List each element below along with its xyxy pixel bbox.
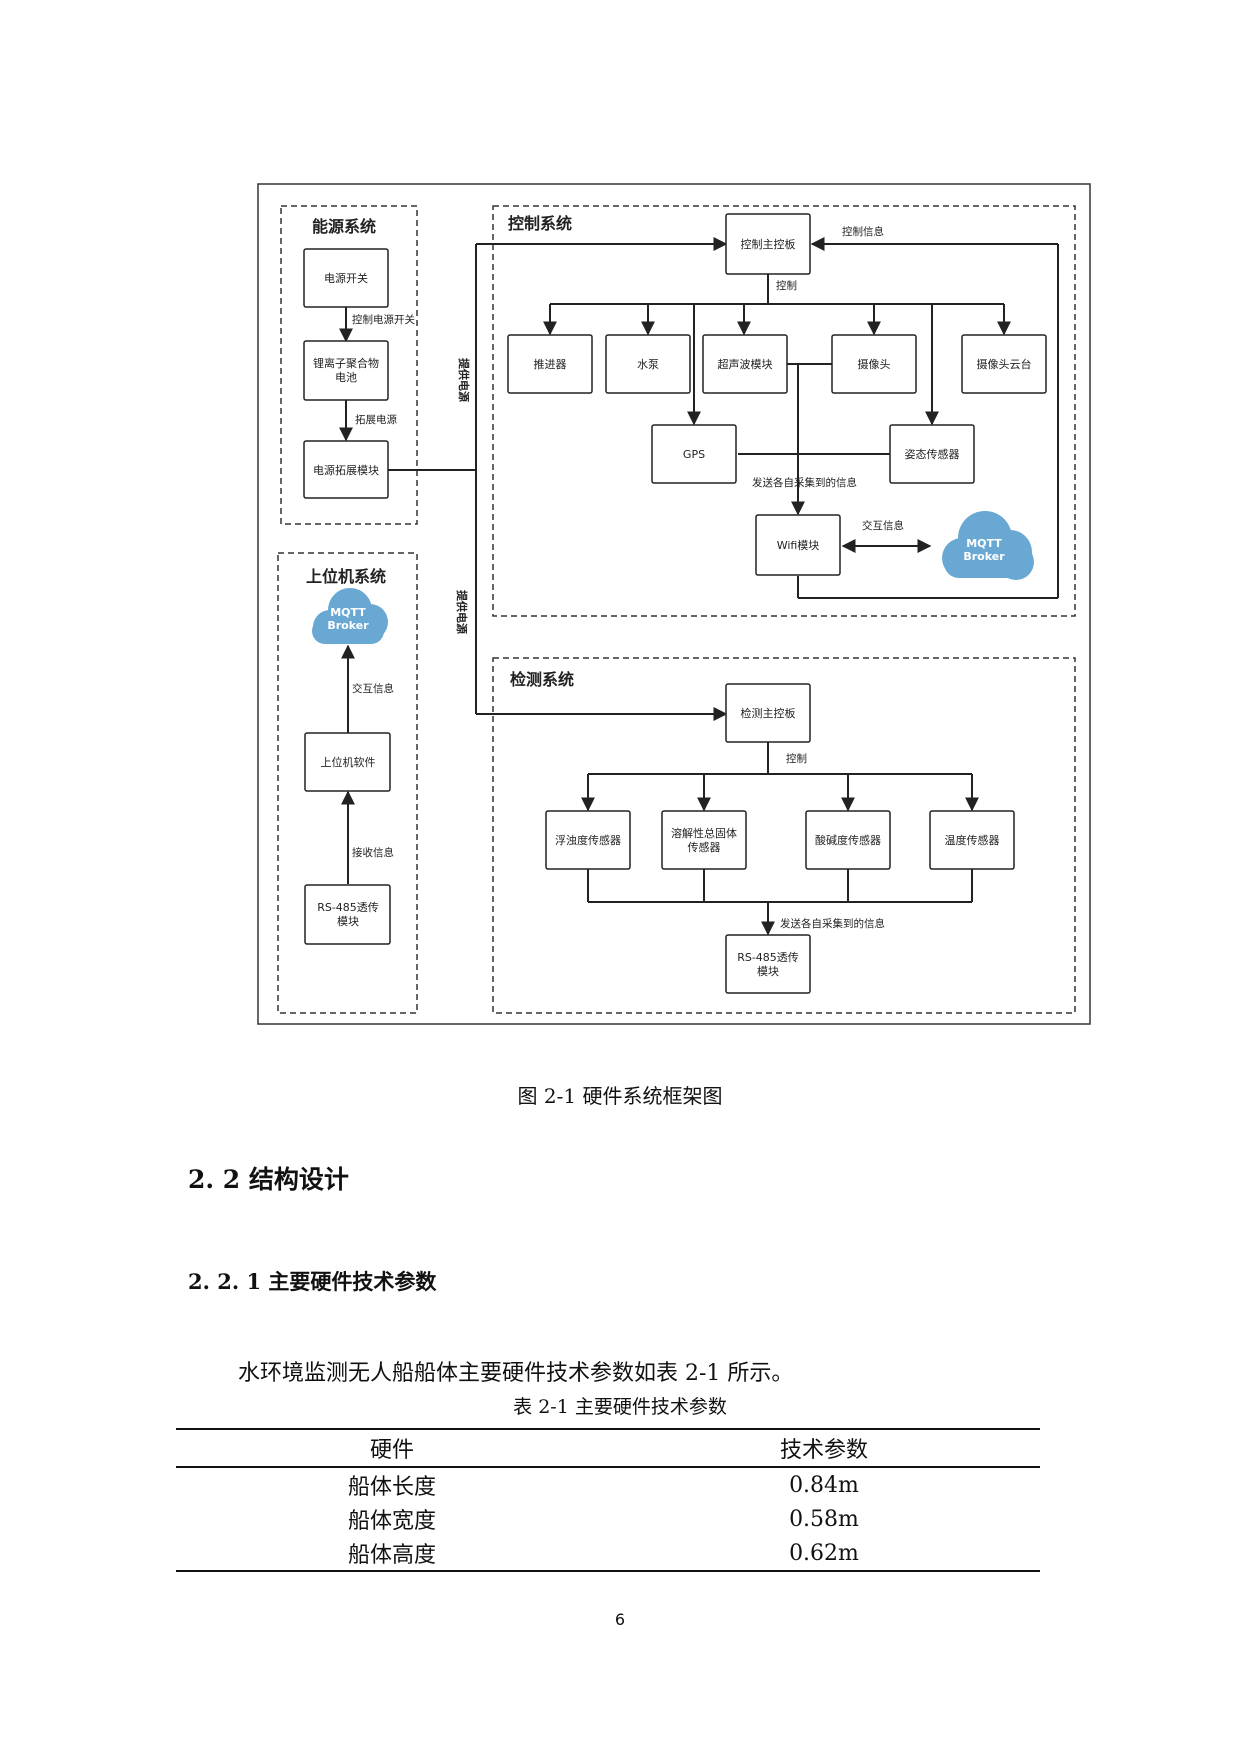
energy-group-title: 能源系统 [312,217,376,236]
mqtt-left-line1: MQTT [330,606,366,619]
diagram-frame [257,183,1091,1025]
edge-label-control-power-switch: 控制电源开关 [352,313,415,326]
section-heading: 2. 2 结构设计 [188,1165,349,1194]
energy-group-frame [280,205,418,525]
edge-label-receive-info: 接收信息 [352,846,394,859]
edge-label-supply-power-bottom: 提供电源 [455,590,469,634]
table-caption: 表 2-1 主要硬件技术参数 [513,1396,727,1418]
column-header-parameter: 技术参数 [608,1428,1040,1468]
power-switch-node: 电源开关 [324,271,368,285]
detect-board-node: 检测主控板 [741,706,796,720]
control-group-frame [492,205,1076,617]
mqtt-right-line1: MQTT [966,537,1002,550]
table-header-row: 硬件 技术参数 [176,1428,1040,1468]
host-software-node: 上位机软件 [321,755,376,769]
edge-label-exchange-right: 交互信息 [862,519,904,532]
table-row: 船体长度 0.84m [176,1467,1040,1502]
edge-label-send-collected-top: 发送各自采集到的信息 [752,476,857,489]
hardware-parameters-table: 硬件 技术参数 船体长度 0.84m 船体宽度 0.58m 船体高度 0.62m [176,1428,1040,1572]
edge-label-extend-power: 拓展电源 [355,413,397,426]
control-board-node: 控制主控板 [741,237,796,251]
rs485-bottom-line1: RS-485透传 [737,951,799,964]
table-row: 船体高度 0.62m [176,1536,1040,1572]
table-cell: 船体高度 [176,1536,608,1572]
turbidity-sensor-node: 浮浊度传感器 [555,833,621,847]
mqtt-right-line2: Broker [963,550,1005,563]
ultrasonic-node: 超声波模块 [718,357,773,371]
pump-node: 水泵 [637,358,659,371]
battery-node-line2: 电池 [335,371,357,384]
host-group-title: 上位机系统 [306,567,386,586]
wifi-module-node: Wifi模块 [777,539,820,552]
edge-label-exchange-left: 交互信息 [352,682,394,695]
battery-node-line1: 锂离子聚合物 [313,356,379,370]
table-cell: 0.58m [789,1506,859,1532]
mqtt-cloud-icon [312,588,388,644]
table-cell: 船体宽度 [347,1509,436,1534]
attitude-sensor-node: 姿态传感器 [905,448,960,461]
subsection-heading: 2. 2. 1 主要硬件技术参数 [188,1269,437,1294]
ph-sensor-node: 酸碱度传感器 [815,833,881,847]
table-cell: 船体长度 [347,1475,436,1500]
camera-node: 摄像头 [858,357,891,371]
table-cell: 0.62m [608,1536,1040,1572]
page-number: 6 [614,1610,626,1629]
tds-sensor-line1: 溶解性总固体 [671,826,737,840]
mqtt-cloud-icon [942,511,1034,580]
detect-group-frame [492,657,1076,1014]
mqtt-left-line2: Broker [327,619,369,632]
edge-label-control-bottom: 控制 [786,752,807,765]
detect-group-title: 检测系统 [510,670,574,689]
table-row: 船体宽度 0.58m [176,1502,1040,1536]
gps-node: GPS [683,448,705,461]
column-header-hardware: 硬件 [176,1428,608,1468]
rs485-bottom-line2: 模块 [757,965,779,978]
edge-label-control-top: 控制 [776,279,797,292]
rs485-left-line1: RS-485透传 [317,901,379,914]
rs485-left-line2: 模块 [337,915,359,928]
tds-sensor-line2: 传感器 [688,841,721,854]
power-extension-node: 电源拓展模块 [313,463,379,477]
thruster-node: 推进器 [534,357,567,371]
edge-label-send-collected-bottom: 发送各自采集到的信息 [780,917,885,930]
gimbal-node: 摄像头云台 [977,357,1032,371]
edge-label-supply-power-top: 提供电源 [457,358,471,402]
edge-label-control-info: 控制信息 [842,225,884,238]
body-paragraph: 水环境监测无人船船体主要硬件技术参数如表 2-1 所示。 [238,1361,794,1386]
temperature-sensor-node: 温度传感器 [945,833,1000,847]
figure-caption: 图 2-1 硬件系统框架图 [517,1084,723,1108]
hardware-framework-diagram: 能源系统 控制系统 上位机系统 检测系统 [257,183,1091,1025]
control-group-title: 控制系统 [508,214,572,233]
table-cell: 0.84m [789,1472,859,1498]
